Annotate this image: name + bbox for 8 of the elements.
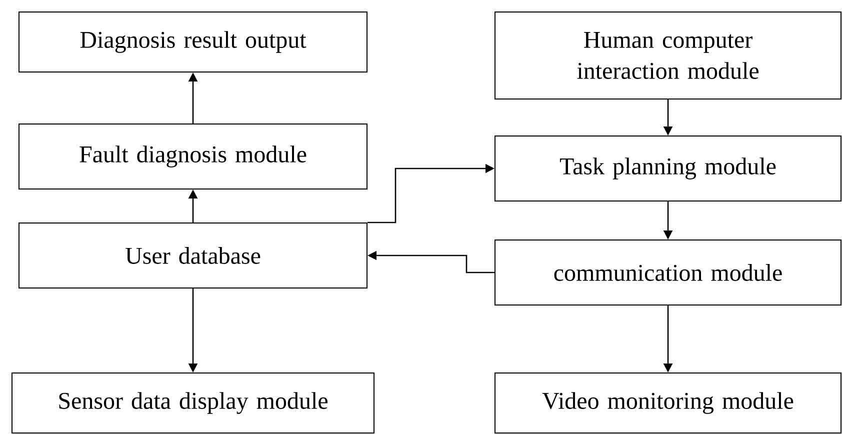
module-box: Diagnosis result output (18, 12, 368, 72)
module-box: Video monitoring module (494, 372, 842, 434)
module-box: communication module (494, 240, 842, 306)
module-box: Human computer interaction module (494, 12, 842, 100)
module-box: Sensor data display module (12, 372, 374, 434)
module-box: Fault diagnosis module (18, 124, 368, 190)
module-box: Task planning module (494, 136, 842, 202)
module-box: User database (18, 222, 368, 288)
